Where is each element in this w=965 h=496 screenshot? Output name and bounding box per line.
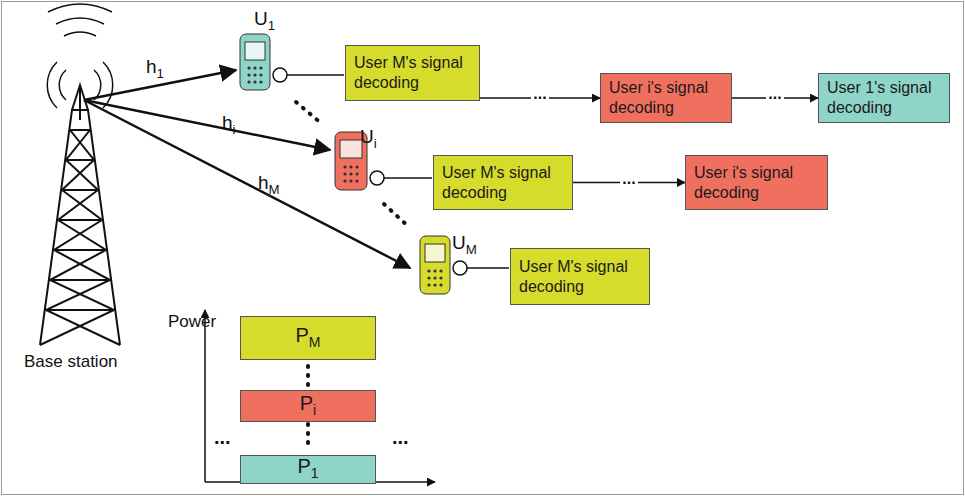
box-text: User i's signal decoding: [601, 74, 731, 122]
axis-label: Power: [168, 312, 216, 332]
tower-label: Base station: [24, 352, 118, 372]
power-label: P1: [291, 456, 324, 483]
channel-label: h1: [146, 56, 164, 81]
ellipsis: ...: [531, 87, 548, 101]
box-text: User M's signal decoding: [511, 253, 649, 301]
power-bar: PM: [240, 316, 376, 360]
box-text: User M's signal decoding: [434, 159, 572, 207]
ellipsis: ...: [620, 172, 637, 186]
ellipsis: ...: [766, 87, 783, 101]
tower-symbol: [40, 4, 120, 345]
power-label: PM: [289, 325, 326, 352]
channel-label: hi: [222, 112, 236, 137]
decoding-box: User 1's signal decoding: [818, 73, 950, 123]
box-text: User i's signal decoding: [686, 159, 827, 207]
decoding-box: User M's signal decoding: [433, 155, 573, 210]
decoding-box: User M's signal decoding: [510, 248, 650, 305]
box-text: User 1's signal decoding: [819, 74, 949, 122]
decoding-box: User i's signal decoding: [600, 73, 732, 123]
power-bar: Pi: [240, 390, 376, 422]
user-label: U1: [254, 8, 275, 33]
ellipsis: ...: [214, 426, 231, 449]
box-text: User M's signal decoding: [346, 49, 479, 97]
decoding-box: User M's signal decoding: [345, 45, 480, 101]
power-label: Pi: [294, 393, 322, 420]
ellipsis: ...: [392, 426, 409, 449]
user-label: UM: [452, 232, 477, 257]
decoding-box: User i's signal decoding: [685, 155, 828, 210]
channel-label: hM: [258, 172, 280, 197]
user-label: Ui: [360, 126, 377, 151]
power-bar: P1: [240, 455, 376, 484]
